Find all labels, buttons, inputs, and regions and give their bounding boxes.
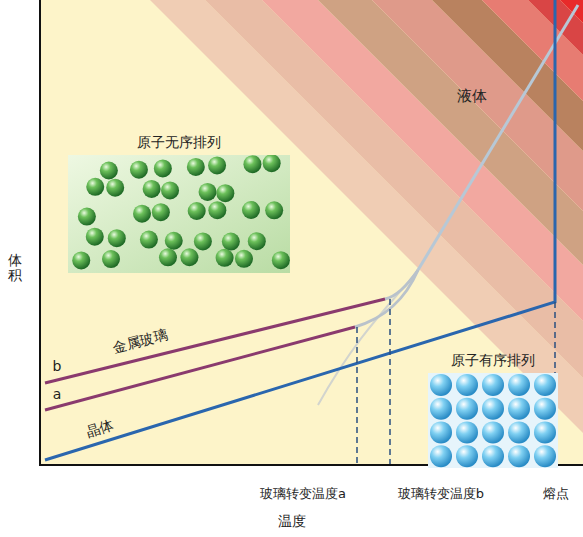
series-label: a (53, 386, 62, 403)
atom (208, 201, 226, 219)
axis-title: 体积 (8, 253, 22, 284)
atom (265, 202, 283, 220)
color-band (560, 0, 583, 465)
atom (456, 445, 478, 467)
inset-caption: 原子有序排列 (428, 351, 558, 369)
region-label: 液体 (457, 87, 487, 105)
inset-caption: 原子无序排列 (68, 133, 290, 151)
atom (208, 157, 226, 175)
atom (482, 445, 504, 467)
dashed-guide (389, 299, 391, 465)
atom (482, 374, 504, 396)
series-label: b (53, 358, 62, 375)
atom (161, 182, 179, 200)
atom (482, 422, 504, 444)
atom (152, 203, 170, 221)
atom (100, 162, 118, 180)
atom (216, 249, 234, 267)
tick-label: 熔点 (543, 486, 569, 502)
atom (534, 398, 556, 420)
inset-ground (428, 373, 558, 468)
atom (159, 248, 177, 266)
atom (430, 398, 452, 420)
atom (456, 422, 478, 444)
transition-b (385, 270, 418, 299)
atom (86, 178, 104, 196)
atom (165, 232, 183, 250)
atom (78, 208, 96, 226)
atom (534, 374, 556, 396)
atom (222, 233, 240, 251)
dashed-guide (356, 327, 358, 465)
atom (143, 180, 161, 198)
atom-inset-disordered: 原子无序排列 (68, 133, 290, 273)
atom (154, 160, 172, 178)
atom (199, 183, 217, 201)
transition-a (355, 270, 418, 327)
axis-title: 温度 (278, 513, 306, 530)
atom (188, 202, 206, 220)
atom (242, 201, 260, 219)
atom-picture (428, 373, 558, 468)
atom (180, 248, 198, 266)
atom (534, 422, 556, 444)
atom (430, 422, 452, 444)
atom (235, 250, 253, 268)
atom (508, 445, 530, 467)
atom (130, 161, 148, 179)
glass-line-a (45, 327, 355, 410)
atom (72, 252, 90, 270)
inset-ground (68, 155, 290, 273)
atom (102, 250, 120, 268)
atom (108, 229, 126, 247)
atom (248, 232, 266, 250)
atom (187, 158, 205, 176)
atom (263, 155, 281, 172)
atom (243, 155, 261, 173)
atom (508, 398, 530, 420)
atom (216, 184, 234, 202)
atom (508, 422, 530, 444)
atom (133, 205, 151, 223)
atom-inset-ordered: 原子有序排列 (428, 351, 558, 468)
supercooled-line (318, 270, 418, 405)
atom (140, 231, 158, 249)
atom (194, 233, 212, 251)
atom (430, 374, 452, 396)
atom (106, 179, 124, 197)
atom (456, 398, 478, 420)
atom (534, 445, 556, 467)
atom-picture (68, 155, 290, 273)
atom (430, 445, 452, 467)
atom (86, 228, 104, 246)
atom (482, 398, 504, 420)
tick-label: 玻璃转变温度b (398, 486, 484, 502)
atom (272, 251, 290, 269)
atom (456, 374, 478, 396)
color-bands (40, 0, 583, 465)
atom (508, 374, 530, 396)
tick-label: 玻璃转变温度a (260, 486, 346, 502)
